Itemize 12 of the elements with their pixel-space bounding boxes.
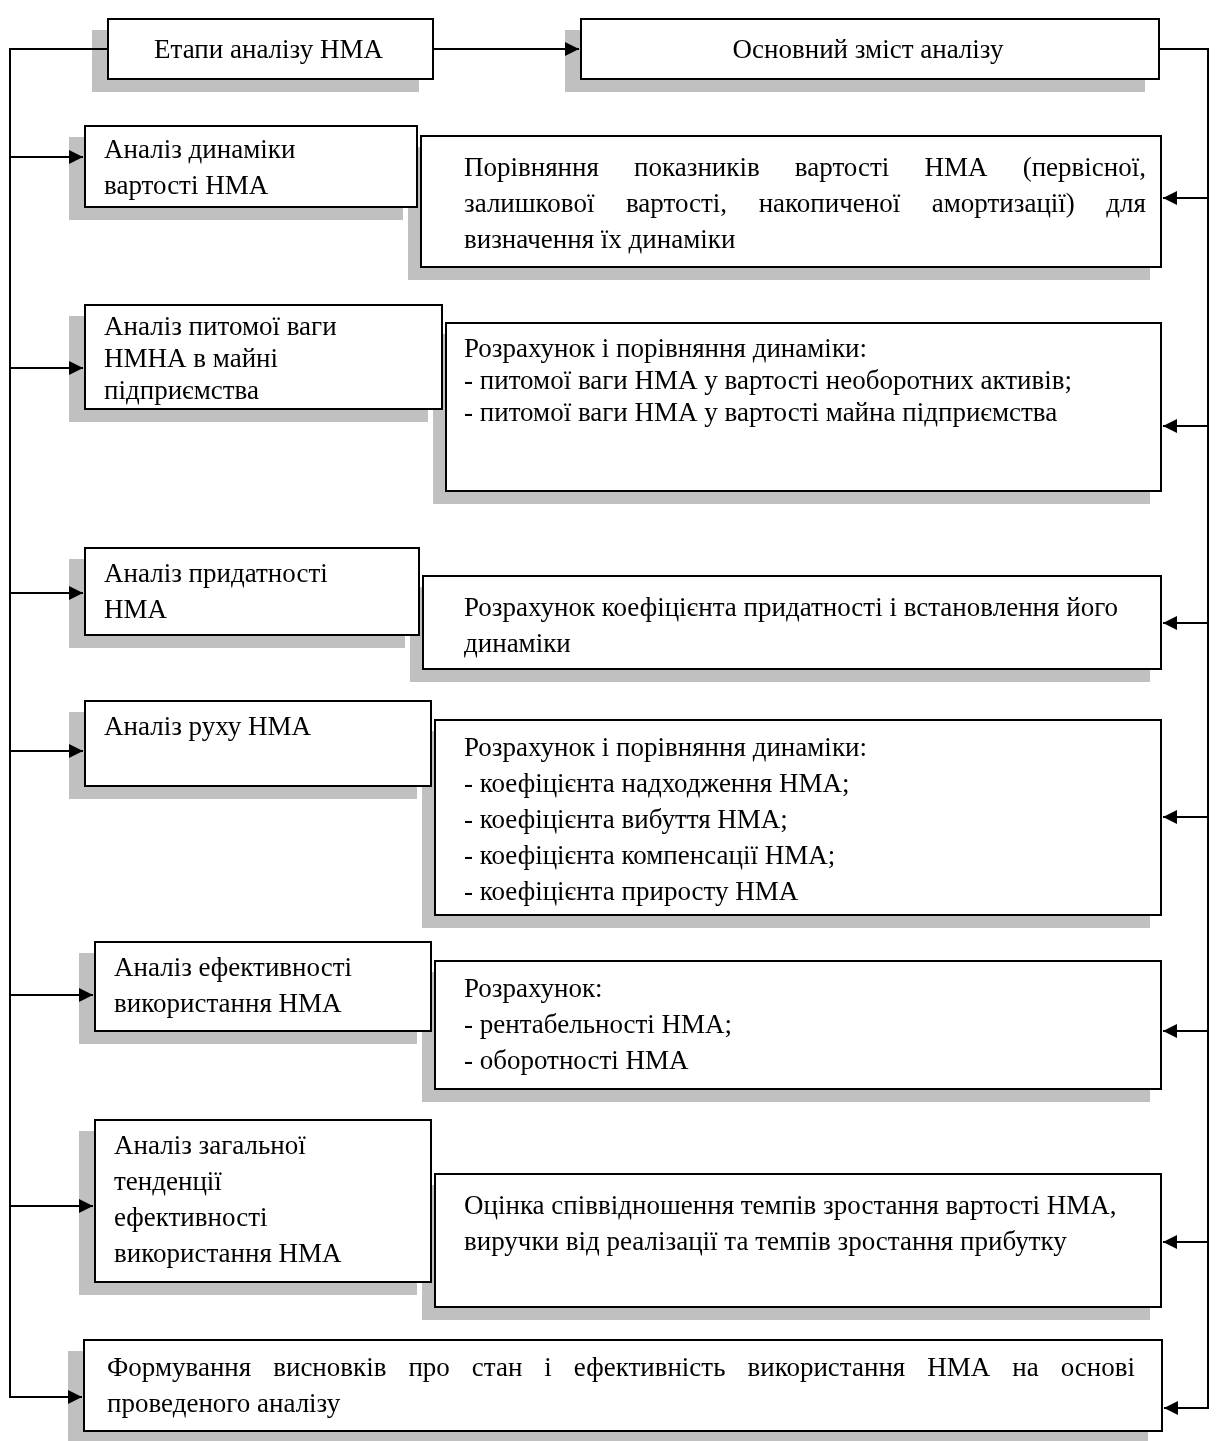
list-item: - питомої ваги НМА у вартості майна підприємства [464, 396, 1059, 428]
list-item: - коефіцієнта надходження НМА; [464, 767, 851, 800]
box-text: Розрахунок і порівняння динаміки: [464, 332, 868, 364]
list-item: - коефіцієнта приросту НМА [464, 875, 800, 908]
list-item: - коефіцієнта вибуття НМА; [464, 803, 789, 836]
list-item: - рентабельності НМА; [464, 1008, 734, 1041]
list-item: - коефіцієнта компенсації НМА; [464, 839, 837, 872]
list-item: - оборотності НМА [464, 1044, 690, 1077]
box-text: Розрахунок і порівняння динаміки: [464, 731, 868, 764]
arrow [433, 42, 580, 56]
list-item: - питомої ваги НМА у вартості необоротних активів; [464, 364, 1073, 396]
box-text: Розрахунок: [464, 972, 604, 1005]
